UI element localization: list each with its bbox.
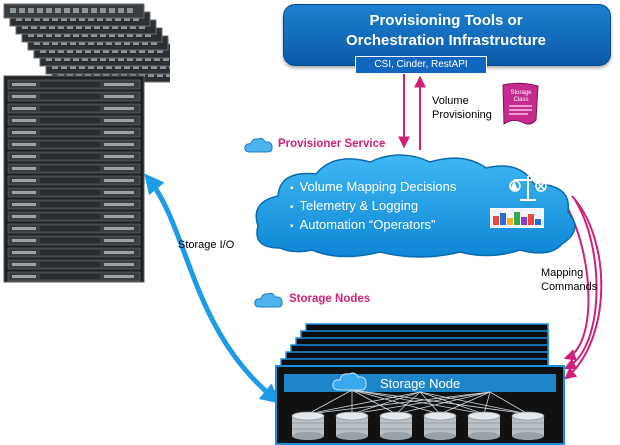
volume-provisioning-line2: Provisioning: [432, 109, 492, 121]
volume-provisioning-label: Volume Provisioning: [432, 94, 492, 122]
cloud-item-volume-mapping: Volume Mapping Decisions: [290, 178, 457, 197]
server-unit: [3, 3, 145, 19]
mapping-arrow-2: [563, 199, 598, 370]
mapping-commands-line1: Mapping: [541, 267, 584, 279]
disk-icon: [511, 411, 545, 440]
storage-node-cloud-icon: [332, 372, 367, 391]
mapping-commands-line2: Commands: [541, 281, 598, 293]
storage-node-label: Storage Node: [380, 376, 461, 391]
server-rack-body: [3, 75, 145, 283]
storage-class-line1: Storage: [510, 90, 532, 96]
provisioning-title-line2: Orchestration Infrastructure: [345, 32, 547, 49]
storage-nodes-cloud-icon: [254, 292, 283, 308]
provisioning-title: Provisioning Tools or Orchestration Infr…: [283, 11, 609, 51]
analytics-dashboard-icon: [490, 208, 544, 228]
provisioning-title-line1: Provisioning Tools or: [369, 12, 523, 29]
provisioner-service-label: Provisioner Service: [278, 138, 386, 150]
mapping-commands-label: Mapping Commands: [541, 266, 597, 294]
disk-icon: [291, 411, 325, 440]
storage-io-arrow: [144, 173, 281, 404]
provisioning-subtitle: CSI, Cinder, RestAPI: [355, 56, 487, 74]
disk-icon: [467, 411, 501, 440]
storage-node-stack: [275, 323, 565, 445]
storage-class-line2: Class: [513, 97, 528, 103]
mapping-arrow-1: [564, 195, 603, 380]
storage-nodes-label: Storage Nodes: [289, 293, 371, 305]
cloud-items-list: Volume Mapping Decisions Telemetry & Log…: [290, 178, 457, 235]
disk-icon: [423, 411, 457, 440]
storage-io-label: Storage I/O: [178, 239, 235, 251]
server-rack-illustration: [3, 3, 170, 283]
cloud-item-automation: Automation “Operators”: [290, 216, 456, 235]
balance-scale-icon: [509, 176, 547, 201]
volume-provisioning-line1: Volume: [432, 95, 469, 107]
storage-class-document-icon: Storage Class: [502, 82, 539, 125]
cloud-item-telemetry: Telemetry & Logging: [290, 197, 456, 216]
disk-icon: [335, 411, 369, 440]
cloud-icon: [244, 137, 273, 153]
disk-icon: [379, 411, 413, 440]
